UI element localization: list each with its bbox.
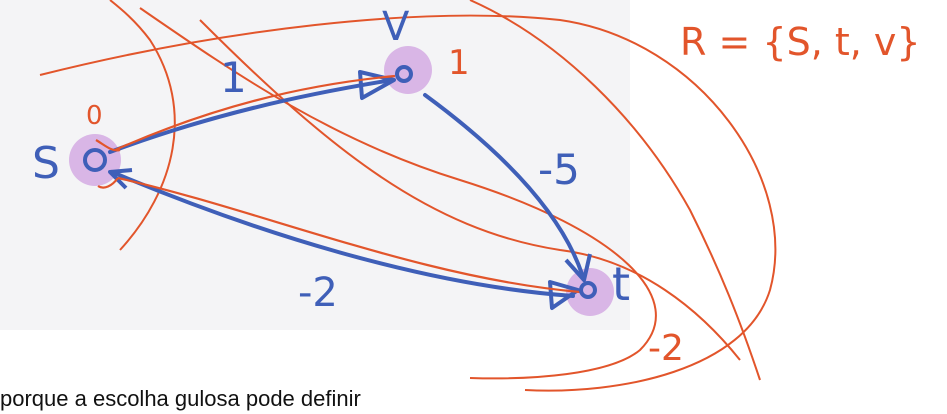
node-v xyxy=(395,65,413,83)
edges xyxy=(108,78,584,298)
node-label-t: t xyxy=(612,257,630,311)
orbit-curve-bottom xyxy=(199,19,741,361)
caption-text: porque a escolha gulosa pode definir xyxy=(0,386,361,411)
red-stroke-s-v xyxy=(114,74,396,152)
edge-t-s xyxy=(110,170,575,298)
node-s xyxy=(83,148,107,172)
node-t xyxy=(579,281,597,299)
arrowhead-into-t xyxy=(548,280,580,310)
edge-weight-t-s: -2 xyxy=(298,270,338,316)
arrowheads xyxy=(108,70,592,310)
distance-label-t: -2 xyxy=(648,328,684,369)
distance-label-v: 1 xyxy=(448,43,470,83)
orbit-strokes xyxy=(39,0,777,392)
node-label-s: S xyxy=(32,138,60,189)
arrowhead-s-v xyxy=(358,70,396,100)
arrowhead-v-t xyxy=(564,253,592,282)
orbit-curve-mid xyxy=(139,7,657,380)
node-halo-t xyxy=(566,268,614,316)
edge-weight-s-v: 1 xyxy=(220,53,247,102)
arrowhead-t-s xyxy=(108,168,133,190)
orbit-curve-left xyxy=(109,0,176,251)
orbit-curve-outer xyxy=(39,14,777,392)
orbit-curve-right xyxy=(469,0,761,381)
edge-weight-v-t: -5 xyxy=(538,145,580,194)
red-stroke-t-s xyxy=(117,176,581,294)
red-hook-s-bottom xyxy=(97,177,119,189)
edge-v-t xyxy=(423,93,584,276)
node-halo-s xyxy=(69,134,121,186)
edge-s-v xyxy=(108,78,394,154)
distance-label-s: 0 xyxy=(86,101,103,131)
node-label-v: V xyxy=(382,4,410,50)
relaxation-strokes xyxy=(95,74,581,294)
set-note: R = {S, t, v} xyxy=(680,20,921,64)
red-hook-s-top xyxy=(95,139,121,152)
